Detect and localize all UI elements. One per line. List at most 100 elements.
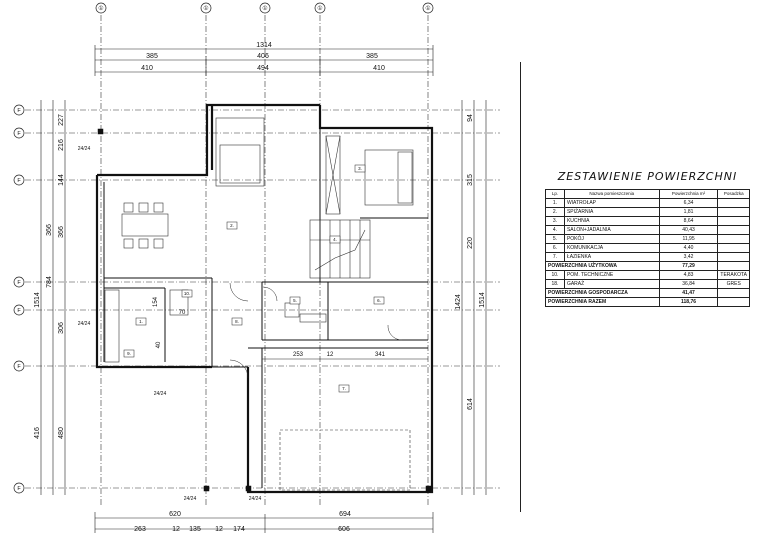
axis-bubbles-left — [13, 104, 25, 494]
column-markers — [97, 128, 432, 492]
cell-area: 40,43 — [658, 225, 719, 235]
cell-floor — [717, 234, 750, 244]
room-tag-boxes — [123, 164, 385, 393]
dimension-label: 154 — [153, 296, 159, 307]
cell-area: 6,34 — [658, 198, 719, 208]
axis-label: ① — [98, 5, 103, 12]
dimension-lines-left — [40, 100, 66, 495]
sum-area: 41,47 — [658, 288, 719, 298]
area-schedule: ZESTAWIENIE POWIERZCHNI Lp. Nazwa pomies… — [545, 170, 750, 307]
dimension-label: 70 — [179, 310, 186, 316]
dimension-label: 1514 — [34, 292, 41, 308]
dimension-label: 1514 — [479, 292, 486, 308]
cell-area: 4,40 — [658, 243, 719, 253]
room-tag: 9. — [127, 351, 131, 356]
dimension-label: 135 — [189, 526, 201, 533]
cell-floor — [717, 198, 750, 208]
dimension-label: 253 — [293, 352, 304, 358]
room-tag-labels: 1. 2. 3. 4. 5. 6. 7. 8. 10. 9. — [127, 166, 381, 391]
outer-walls — [95, 103, 434, 494]
axis-bubbles-top — [95, 2, 434, 14]
sum-area: 118,76 — [658, 297, 719, 307]
sum-label: POWIERZCHNIA RAZEM — [545, 297, 660, 307]
door-swings — [229, 282, 403, 379]
room-tag: 1. — [139, 319, 143, 324]
dimension-label: 366 — [46, 224, 53, 236]
axis-label: F — [17, 131, 21, 137]
cell-name: ŁAZIENKA — [563, 252, 660, 262]
axis-label: F — [17, 108, 21, 114]
cell-area: 1,81 — [658, 207, 719, 217]
cell-area: 3,42 — [658, 252, 719, 262]
cell-lp: 10. — [545, 270, 565, 280]
axis-label: F — [17, 308, 21, 314]
dimension-label: 220 — [467, 237, 474, 249]
stairs — [309, 219, 371, 279]
cell-floor — [717, 243, 750, 253]
dimension-label: 1314 — [256, 42, 272, 49]
cell-floor — [717, 216, 750, 226]
area-table: Lp. Nazwa pomieszczenia Powierzchnia m² … — [545, 189, 750, 307]
cell-lp: 3. — [545, 216, 565, 226]
cell-floor — [717, 207, 750, 217]
cell-floor — [717, 252, 750, 262]
sum-label: POWIERZCHNIA UŻYTKOWA — [545, 261, 660, 271]
dimension-labels-bottom: 620 694 263 12 135 12 174 606 — [134, 511, 351, 533]
dimension-lines-top — [94, 45, 434, 76]
furniture — [104, 117, 414, 491]
dimension-label: 144 — [58, 174, 65, 186]
room-tag: 5. — [293, 298, 297, 303]
dimension-label: 94 — [467, 114, 474, 122]
floor-plan-drawing: ① ① ① ① ① F F F F F F F 1314 385 406 385 — [13, 2, 500, 533]
dimension-label: 385 — [146, 53, 158, 60]
column-header: Nazwa pomieszczenia — [563, 189, 660, 199]
room-tag: 3. — [358, 166, 362, 171]
dimension-label: 12 — [327, 352, 334, 358]
column-header: Lp. — [545, 189, 565, 199]
cell-area: 8,64 — [658, 216, 719, 226]
axis-label: ① — [425, 5, 430, 12]
dimension-label: 341 — [375, 352, 386, 358]
dimension-label: 606 — [338, 526, 350, 533]
dimension-label: 306 — [58, 322, 65, 334]
dimension-label: 620 — [169, 511, 181, 518]
dimension-label: 216 — [58, 139, 65, 151]
axis-label: ① — [262, 5, 267, 12]
dimension-label: 227 — [58, 114, 65, 126]
axis-label: F — [17, 486, 21, 492]
cell-name: KOMUNIKACJA — [563, 243, 660, 253]
wall-tag: 24/24 — [154, 391, 167, 397]
axis-label: ① — [317, 5, 322, 12]
dimension-label: 385 — [366, 53, 378, 60]
wall-tag: 24/24 — [78, 146, 91, 152]
cell-floor — [717, 225, 750, 235]
dimension-label: 416 — [34, 427, 41, 439]
axis-label: F — [17, 178, 21, 184]
dimension-label: 1424 — [455, 294, 462, 310]
sum-label: POWIERZCHNIA GOSPODARCZA — [545, 288, 660, 298]
dimension-label: 694 — [339, 511, 351, 518]
cell-floor: TERAKOTA — [717, 270, 750, 280]
table-header-row: Lp. Nazwa pomieszczenia Powierzchnia m² … — [545, 189, 750, 199]
cell-lp: 6. — [545, 243, 565, 253]
area-schedule-title: ZESTAWIENIE POWIERZCHNI — [557, 170, 738, 183]
wall-thickness-tags: 24/24 24/24 24/24 24/24 24/24 — [78, 146, 262, 502]
room-tag: 7. — [342, 386, 346, 391]
inner-walls — [103, 128, 428, 488]
sheet-divider — [520, 62, 521, 512]
column-header: Powierzchnia m² — [658, 189, 719, 199]
cell-name: KUCHNIA — [563, 216, 660, 226]
axis-bubble-labels-top: ① ① ① ① ① — [98, 5, 430, 12]
sum-area: 77,29 — [658, 261, 719, 271]
room-tag: 4. — [333, 237, 337, 242]
